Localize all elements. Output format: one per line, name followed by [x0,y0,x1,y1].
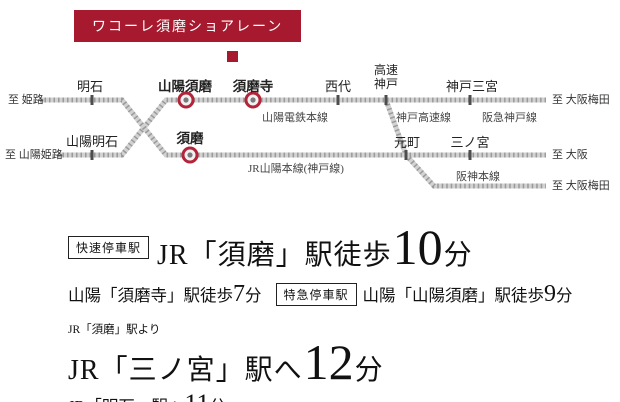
station-marker-sanyo-suma [177,91,195,109]
jr-line [40,97,546,158]
terminal-himeji: 至 姫路 [8,94,44,106]
access-unit: 分 [443,240,473,271]
access-info: 快速停車駅 JR「須磨」駅徒歩 10 分 山陽「須磨寺」駅徒歩 7 分 特急停車… [68,220,613,402]
access-note-label: JR「須磨」駅より [68,324,161,337]
station-label-kobe-sannomiya: 神戸三宮 [445,79,499,94]
terminal-osaka-umeda-top: 至 大阪梅田 [552,94,610,106]
kobe-kosoku-connector-line [383,99,409,156]
line-label-hankyu-kobe: 阪急神戸線 [482,112,537,124]
access-minutes: 12 [303,334,354,391]
access-row-sanyo: 山陽「須磨寺」駅徒歩 7 分 特急停車駅 山陽「山陽須磨」駅徒歩 9 分 [68,281,613,308]
access-minutes: 11 [184,389,209,402]
station-label-sanyo-akashi: 山陽明石 [65,134,119,149]
terminal-osaka-jr: 至 大阪 [552,149,588,161]
access-unit: 分 [556,286,573,306]
station-label-sanyo-suma: 山陽須磨 [158,79,212,94]
express-stop-badge: 特急停車駅 [275,283,357,307]
station-label-motomachi: 元町 [393,135,421,150]
line-label-sanyo-dentetsu: 山陽電鉄本線 [262,112,328,124]
access-label: 山陽「山陽須磨」駅徒歩 [362,286,545,306]
access-unit: 分 [209,393,226,402]
access-note-from-suma: JR「須磨」駅より [68,321,613,337]
tick-kobe-sannomiya [468,95,472,105]
access-row-akashi: JR「明石」駅へ 11 分 [68,389,613,402]
terminal-osaka-umeda-hanshin: 至 大阪梅田 [552,180,610,192]
property-name-label: ワコーレ須磨ショアレーン [92,20,284,35]
access-label: JR「須磨」駅徒歩 [157,240,392,271]
line-label-jr-sanyo: JR山陽本線(神戸線) [248,163,344,175]
tick-nishidai [336,95,340,105]
access-unit: 分 [354,355,384,387]
route-map: 至 姫路 至 大阪梅田 至 山陽姫路 至 大阪 至 大阪梅田 明石 山陽須磨 須… [5,63,610,192]
station-marker-suma [181,146,199,164]
station-label-suma: 須磨 [176,131,204,146]
station-label-nishidai: 西代 [324,79,352,94]
access-minutes: 7 [233,281,245,308]
station-label-sumadera: 須磨寺 [232,79,274,94]
access-label: JR「明石」駅へ [68,393,184,402]
property-name-callout: ワコーレ須磨ショアレーン [74,10,302,42]
tick-akashi [90,95,94,105]
terminal-sanyo-himeji: 至 山陽姫路 [5,149,63,161]
hanshin-line [404,153,546,189]
access-row-sannomiya: JR「三ノ宮」駅へ 12 分 [68,337,613,387]
access-label: 山陽「須磨寺」駅徒歩 [68,286,233,306]
station-label-kosoku-kobe: 高速神戸 [373,63,398,91]
line-label-hanshin: 阪神本線 [456,171,500,183]
access-unit: 分 [245,286,262,306]
access-label: JR「三ノ宮」駅へ [68,355,303,387]
route-map-svg [40,91,546,189]
station-label-akashi: 明石 [76,79,104,94]
tick-sanyo-akashi [90,150,94,160]
station-ticks [90,95,472,160]
tick-motomachi [404,150,408,160]
access-minutes: 10 [392,219,443,275]
line-label-kobe-kosoku: 神戸高速線 [396,112,451,124]
station-marker-sumadera [244,91,262,109]
callout-pointer-marker [227,51,238,62]
access-row-jr-suma: 快速停車駅 JR「須磨」駅徒歩 10 分 [68,222,613,272]
station-label-sannomiya: 三ノ宮 [450,135,490,150]
rapid-stop-badge: 快速停車駅 [68,235,150,259]
tick-kosoku-kobe [384,95,388,105]
access-minutes: 9 [544,281,557,308]
tick-sannomiya [468,150,472,160]
